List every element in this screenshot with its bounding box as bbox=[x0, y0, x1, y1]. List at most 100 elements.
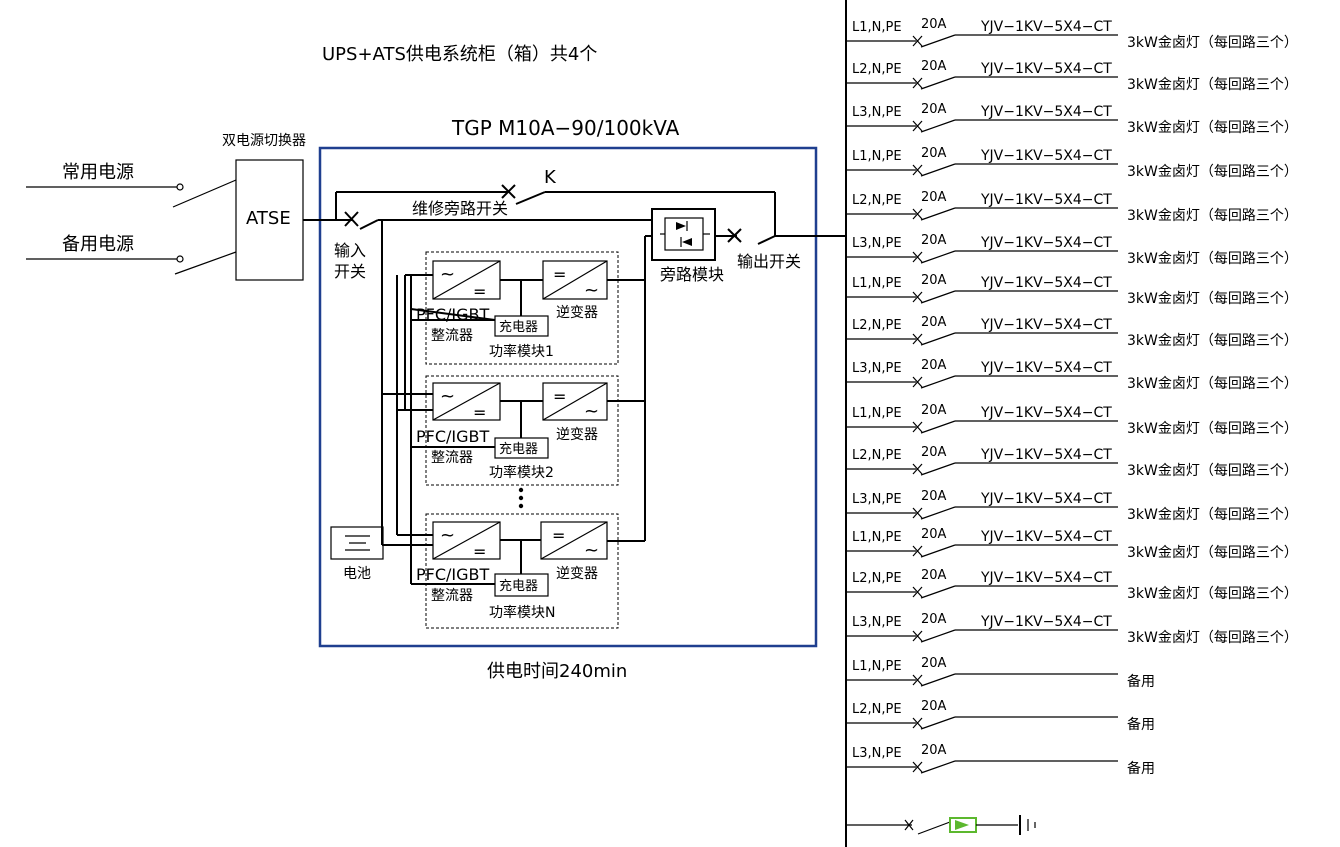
circuit-load: 3kW金卤灯（每回路三个） bbox=[1127, 507, 1298, 523]
circuit-breaker: 20A bbox=[921, 699, 947, 714]
svg-text:=: = bbox=[552, 526, 565, 545]
bypass-module-label: 旁路模块 bbox=[660, 265, 724, 284]
ats-label: 双电源切换器 bbox=[222, 132, 306, 149]
circuit-row: L2,N,PE 20A YJV−1KV−5X4−CT 3kW金卤灯（每回路三个） bbox=[846, 315, 1298, 349]
svg-text:=: = bbox=[553, 265, 566, 284]
circuit-phase: L2,N,PE bbox=[852, 448, 902, 463]
circuit-row: L3,N,PE 20A YJV−1KV−5X4−CT 3kW金卤灯（每回路三个） bbox=[846, 233, 1298, 267]
svg-text:~: ~ bbox=[440, 525, 455, 546]
circuit-cable: YJV−1KV−5X4−CT bbox=[980, 529, 1112, 545]
circuit-phase: L3,N,PE bbox=[852, 105, 902, 120]
source-standby-line bbox=[26, 251, 237, 275]
battery bbox=[330, 526, 384, 560]
svg-text:~: ~ bbox=[440, 264, 455, 285]
circuit-phase: L1,N,PE bbox=[852, 20, 902, 35]
supply-time: 供电时间240min bbox=[487, 661, 627, 682]
circuit-breaker: 20A bbox=[921, 146, 947, 161]
output-switch bbox=[644, 228, 846, 541]
rectifier-label-2b: 整流器 bbox=[431, 450, 473, 466]
ats-output-line bbox=[303, 192, 379, 230]
circuit-breaker: 20A bbox=[921, 190, 947, 205]
input-bus bbox=[378, 219, 652, 394]
circuit-load: 3kW金卤灯（每回路三个） bbox=[1127, 208, 1298, 224]
circuit-breaker: 20A bbox=[921, 656, 947, 671]
circuit-load: 3kW金卤灯（每回路三个） bbox=[1127, 35, 1298, 51]
module-label-2: 功率模块2 bbox=[489, 464, 554, 481]
circuit-breaker: 20A bbox=[921, 233, 947, 248]
svg-text:~: ~ bbox=[584, 401, 599, 422]
circuit-breaker: 20A bbox=[921, 59, 947, 74]
more-modules-dots bbox=[518, 487, 524, 509]
circuit-cable: YJV−1KV−5X4−CT bbox=[980, 317, 1112, 333]
circuit-phase: L2,N,PE bbox=[852, 62, 902, 77]
inverter-label-n: 逆变器 bbox=[556, 566, 598, 582]
output-switch-label: 输出开关 bbox=[737, 252, 801, 271]
source-normal-line bbox=[26, 179, 237, 208]
circuit-cable: YJV−1KV−5X4−CT bbox=[980, 275, 1112, 291]
rectifier-label-nb: 整流器 bbox=[431, 588, 473, 604]
svg-text:=: = bbox=[473, 542, 486, 561]
circuit-load: 3kW金卤灯（每回路三个） bbox=[1127, 164, 1298, 180]
circuit-breaker: 20A bbox=[921, 358, 947, 373]
circuit-cable: YJV−1KV−5X4−CT bbox=[980, 192, 1112, 208]
source-standby: 备用电源 bbox=[62, 234, 134, 255]
circuit-breaker: 20A bbox=[921, 445, 947, 460]
circuit-cable: YJV−1KV−5X4−CT bbox=[980, 19, 1112, 35]
circuit-load: 3kW金卤灯（每回路三个） bbox=[1127, 251, 1298, 267]
rectifier-label-2a: PFC/IGBT bbox=[416, 427, 490, 446]
circuit-breaker: 20A bbox=[921, 17, 947, 32]
circuit-breaker: 20A bbox=[921, 612, 947, 627]
circuit-phase: L1,N,PE bbox=[852, 406, 902, 421]
circuit-load: 3kW金卤灯（每回路三个） bbox=[1127, 333, 1298, 349]
circuit-phase: L3,N,PE bbox=[852, 615, 902, 630]
power-module-1: ~ = = ~ bbox=[405, 251, 645, 365]
circuit-cable: YJV−1KV−5X4−CT bbox=[980, 104, 1112, 120]
dc-buses bbox=[381, 275, 496, 585]
ups-cabinet-frame bbox=[318, 146, 818, 648]
circuit-load: 备用 bbox=[1127, 760, 1155, 777]
circuit-load: 备用 bbox=[1127, 716, 1155, 733]
module-label-n: 功率模块N bbox=[489, 604, 555, 621]
circuit-phase: L1,N,PE bbox=[852, 530, 902, 545]
input-switch-label-2: 开关 bbox=[334, 262, 366, 281]
circuit-cable: YJV−1KV−5X4−CT bbox=[980, 405, 1112, 421]
circuit-load: 3kW金卤灯（每回路三个） bbox=[1127, 545, 1298, 561]
circuit-phase: L2,N,PE bbox=[852, 318, 902, 333]
svg-text:~: ~ bbox=[584, 280, 599, 301]
circuit-cable: YJV−1KV−5X4−CT bbox=[980, 570, 1112, 586]
circuit-breaker: 20A bbox=[921, 568, 947, 583]
source-normal: 常用电源 bbox=[62, 162, 134, 183]
circuit-load: 3kW金卤灯（每回路三个） bbox=[1127, 291, 1298, 307]
maintenance-bypass-label: 维修旁路开关 bbox=[412, 199, 508, 218]
circuit-phase: L3,N,PE bbox=[852, 746, 902, 761]
circuit-phase: L3,N,PE bbox=[852, 236, 902, 251]
ups-model: TGP M10A−90/100kVA bbox=[451, 116, 680, 140]
module-label-1: 功率模块1 bbox=[489, 343, 554, 360]
circuit-breaker: 20A bbox=[921, 315, 947, 330]
circuit-cable: YJV−1KV−5X4−CT bbox=[980, 235, 1112, 251]
switch-k: K bbox=[544, 167, 557, 188]
inverter-label-1: 逆变器 bbox=[556, 305, 598, 321]
power-module-2: ~ = = ~ bbox=[382, 375, 645, 486]
circuit-load: 备用 bbox=[1127, 673, 1155, 690]
circuit-cable: YJV−1KV−5X4−CT bbox=[980, 360, 1112, 376]
circuit-row: L1,N,PE 20A YJV−1KV−5X4−CT 3kW金卤灯（每回路三个） bbox=[846, 17, 1298, 51]
charger-label-2: 充电器 bbox=[499, 441, 538, 457]
circuit-cable: YJV−1KV−5X4−CT bbox=[980, 447, 1112, 463]
svg-text:~: ~ bbox=[440, 386, 455, 407]
maintenance-bypass-line bbox=[336, 184, 776, 236]
circuit-cable: YJV−1KV−5X4−CT bbox=[980, 148, 1112, 164]
